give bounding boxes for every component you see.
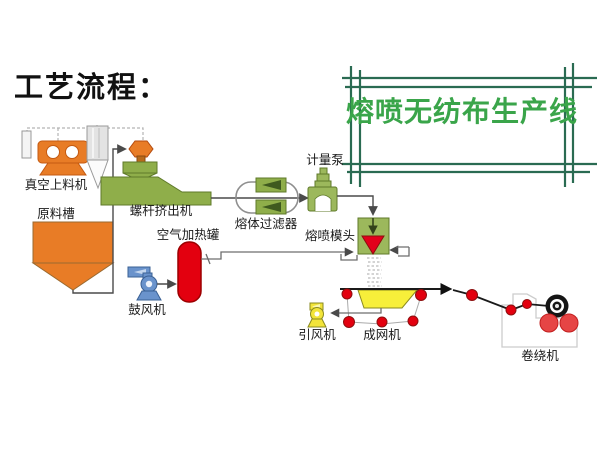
winder-drive-rollers-icon <box>539 313 579 333</box>
valve-tick-icon <box>205 253 211 265</box>
banner-title: 熔喷无纺布生产线 <box>346 95 578 127</box>
suction-duct-line <box>330 308 382 318</box>
vacuum-pipe-lines <box>26 125 144 141</box>
banner-frame <box>342 63 597 187</box>
web-forming-machine-icon <box>330 283 453 328</box>
wound-roll-icon <box>545 294 569 318</box>
label-die-head: 熔喷模头 <box>305 228 355 243</box>
fiber-spray-icon <box>367 257 382 287</box>
label-induced-draft-fan: 引风机 <box>298 328 336 342</box>
air-heating-tank-icon <box>177 241 202 303</box>
blower-icon <box>127 266 162 301</box>
label-blower: 鼓风机 <box>128 303 166 317</box>
hot-air-lines <box>201 245 410 265</box>
label-vacuum-feeder: 真空上料机 <box>25 178 88 192</box>
winder-guide-rollers-icon <box>466 289 532 316</box>
label-screw-extruder: 螺杆挤出机 <box>130 203 193 218</box>
die-head-icon <box>357 217 390 255</box>
label-metering-pump: 计量泵 <box>306 153 344 167</box>
forming-rollers-icon <box>341 288 427 328</box>
screw-extruder-icon <box>100 140 212 206</box>
label-web-forming-machine: 成网机 <box>363 328 401 342</box>
rotary-valve-icon <box>128 140 154 158</box>
pump-to-die-line <box>337 195 378 216</box>
melt-filter-icon <box>235 177 299 215</box>
label-winder: 卷绕机 <box>521 348 559 363</box>
metering-pump-icon <box>307 167 338 212</box>
vacuum-feeder-icon <box>21 125 144 190</box>
induced-draft-fan-icon <box>307 302 327 328</box>
feed-line <box>72 144 127 294</box>
label-raw-material-tank: 原料槽 <box>37 207 75 221</box>
label-air-heating-tank: 空气加热罐 <box>157 227 220 242</box>
label-melt-filter: 熔体过滤器 <box>235 216 298 231</box>
raw-material-tank-icon <box>31 221 115 291</box>
page-title: 工艺流程： <box>14 71 169 104</box>
cyclone-separator-icon <box>86 125 109 161</box>
winder-icon <box>452 289 579 348</box>
